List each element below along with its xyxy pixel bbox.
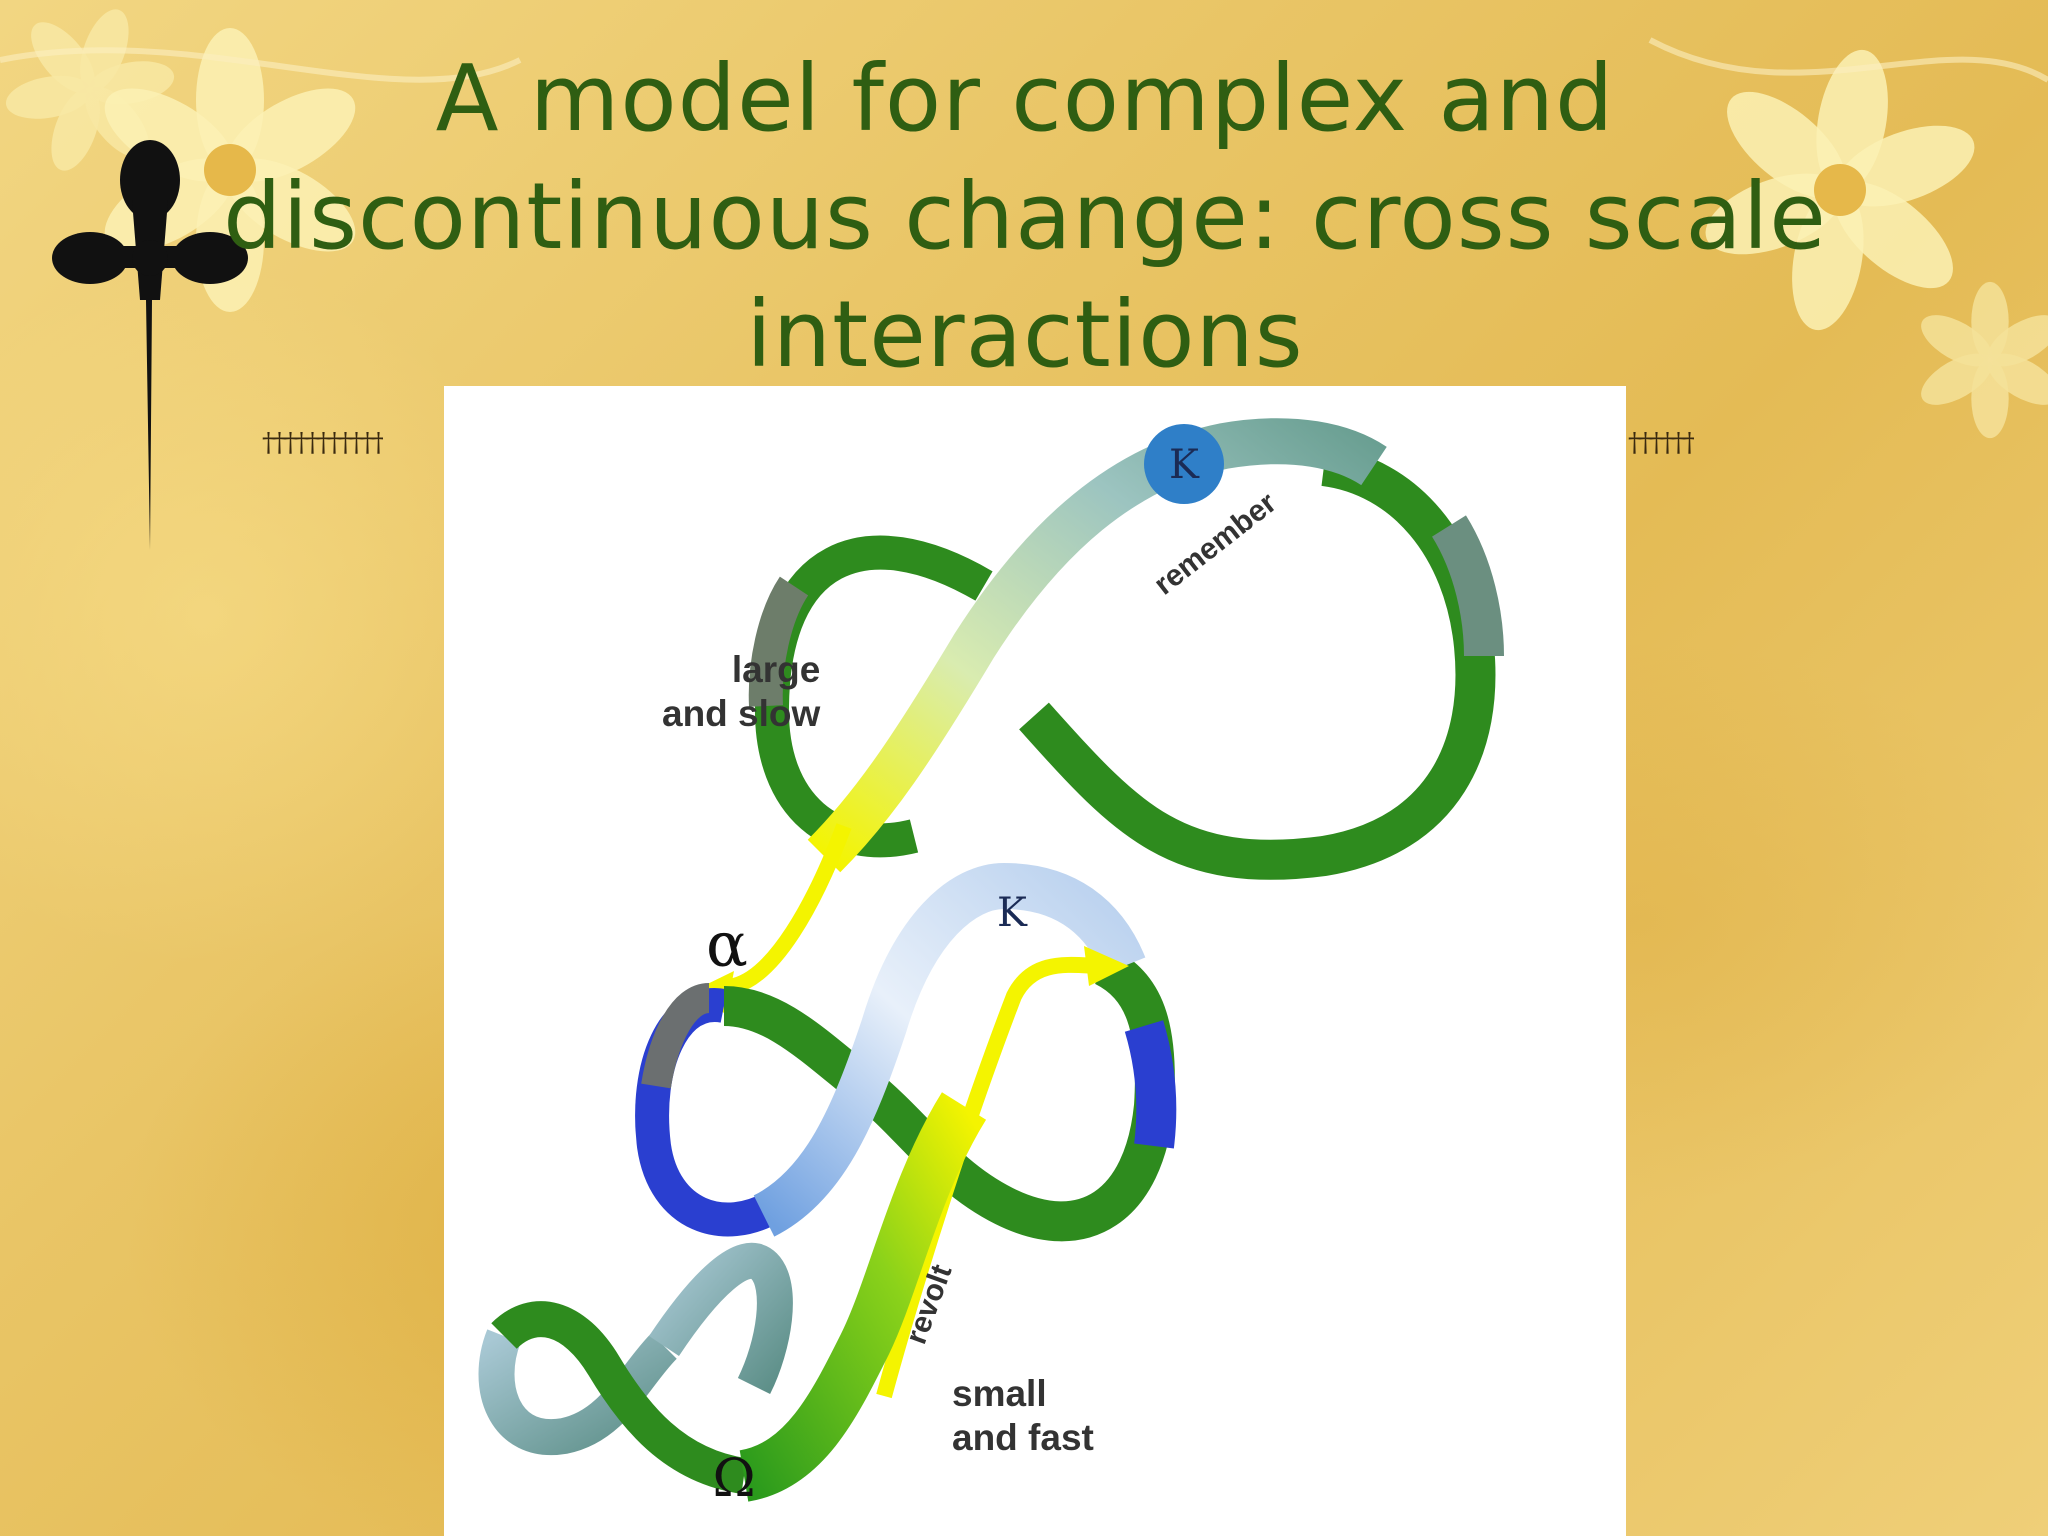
label-line: and slow (662, 693, 821, 734)
omega-label: Ω (712, 1449, 755, 1509)
swirl-decoration (1648, 37, 2048, 83)
k-upper-label: K (1169, 442, 1200, 488)
large-slow-label: large and slow (662, 648, 820, 736)
flower-decoration-right-small (1913, 281, 2048, 439)
panarchy-diagram: K remember K α r (478, 418, 1504, 1509)
dagger-rule-left: ††††††††††† (262, 428, 383, 458)
swirl-decoration (0, 47, 522, 83)
diagram-panel: K remember K α r (444, 386, 1626, 1536)
small-fast-label: small and fast (952, 1372, 1094, 1460)
dagger-rule-right: †††††† (1628, 428, 1694, 458)
label-line: large (731, 649, 821, 690)
k-upper-circle (1144, 424, 1224, 504)
slide-title: A model for complex and discontinuous ch… (180, 40, 1870, 394)
title-line: interactions (746, 281, 1304, 388)
cross-ornament-icon (52, 140, 248, 550)
middle-adaptive-cycle: K α (635, 862, 1177, 1399)
alpha-label: α (706, 908, 748, 981)
k-lower-label: K (997, 890, 1028, 936)
remember-label: remember (1148, 486, 1283, 602)
upper-adaptive-cycle: K remember (748, 418, 1504, 880)
label-line: and fast (952, 1417, 1094, 1458)
label-line: small (952, 1373, 1047, 1414)
title-line: A model for complex and (435, 45, 1615, 152)
lower-adaptive-cycle: revolt Ω (478, 1092, 987, 1509)
flower-decoration-right (1694, 44, 1986, 336)
flower-decoration-left (90, 28, 370, 312)
title-line: discontinuous change: cross scale (223, 163, 1827, 270)
